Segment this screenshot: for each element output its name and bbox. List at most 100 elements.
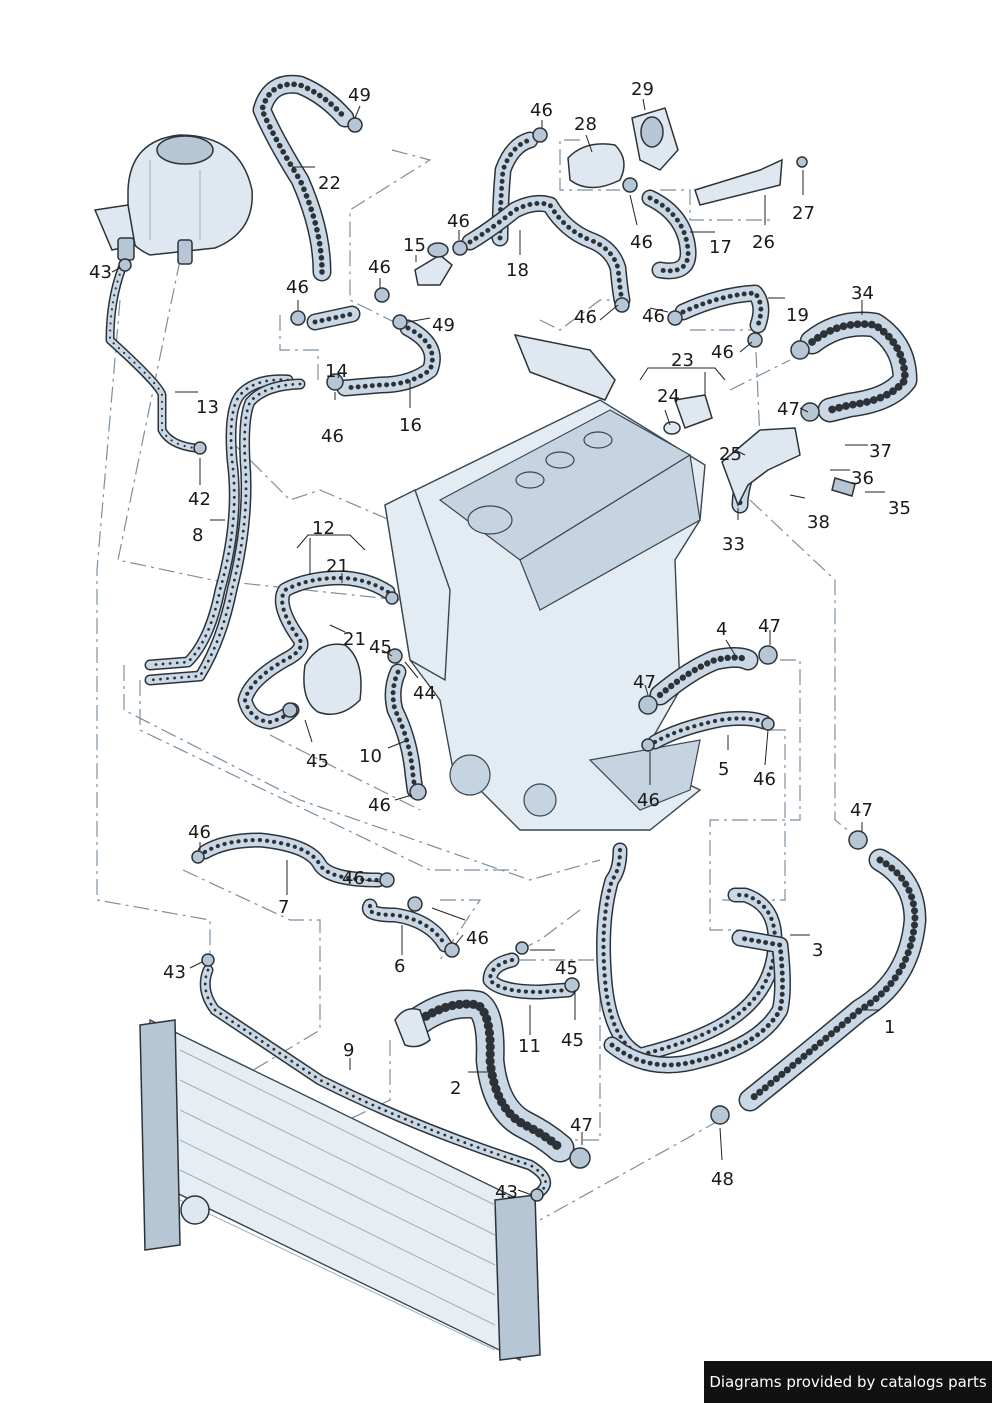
clamps bbox=[118, 117, 868, 1202]
expansion-tank bbox=[93, 134, 253, 265]
callout-label: 46 bbox=[286, 277, 309, 298]
callout-label: 4 bbox=[716, 619, 727, 640]
coolant-hose bbox=[148, 382, 302, 682]
connector-33 bbox=[721, 427, 801, 507]
callout-label: 12 bbox=[312, 518, 335, 539]
callout-label: 45 bbox=[561, 1030, 584, 1051]
coolant-hose bbox=[108, 266, 197, 450]
callout-label: 21 bbox=[343, 629, 366, 650]
callout-label: 45 bbox=[555, 958, 578, 979]
callout-label: 46 bbox=[530, 100, 553, 121]
leader-lines bbox=[111, 98, 885, 1196]
coolant-hose bbox=[597, 844, 781, 1061]
egr-cooler bbox=[513, 333, 616, 401]
callout-label: 28 bbox=[574, 114, 597, 135]
coolant-hose bbox=[680, 290, 764, 328]
coolant-hose bbox=[808, 320, 909, 414]
callout-label: 15 bbox=[403, 235, 426, 256]
nut-27 bbox=[796, 156, 808, 168]
callout-label: 43 bbox=[89, 262, 112, 283]
seal-ring bbox=[663, 421, 681, 435]
callout-label: 17 bbox=[709, 237, 732, 258]
callout-label: 49 bbox=[348, 85, 371, 106]
coolant-hose bbox=[105, 263, 200, 453]
callout-label: 46 bbox=[321, 426, 344, 447]
callout-label: 2 bbox=[450, 1078, 461, 1099]
callout-label: 43 bbox=[163, 962, 186, 983]
callout-label: 42 bbox=[188, 489, 211, 510]
coolant-hose bbox=[144, 378, 306, 686]
coolant-hose bbox=[390, 669, 418, 793]
coolant-hose bbox=[148, 378, 290, 667]
coolant-hose bbox=[107, 265, 198, 451]
callout-label: 46 bbox=[637, 790, 660, 811]
callout-label: 44 bbox=[413, 683, 436, 704]
small-parts bbox=[303, 107, 856, 1048]
coolant-hose bbox=[609, 935, 785, 1068]
coolant-hose bbox=[202, 837, 381, 883]
callout-label: 6 bbox=[394, 956, 405, 977]
coolant-hose bbox=[652, 716, 767, 745]
callout-label: 46 bbox=[447, 211, 470, 232]
callout-label: 25 bbox=[719, 444, 742, 465]
engine-block bbox=[384, 399, 706, 831]
callout-label: 46 bbox=[574, 307, 597, 328]
callout-label: 1 bbox=[884, 1017, 895, 1038]
flange-24 bbox=[673, 394, 713, 429]
callout-label: 8 bbox=[192, 525, 203, 546]
callout-label: 33 bbox=[722, 534, 745, 555]
callout-label: 48 bbox=[711, 1169, 734, 1190]
sensor-35 bbox=[831, 477, 856, 497]
callout-label: 46 bbox=[466, 928, 489, 949]
callout-label: 49 bbox=[432, 315, 455, 336]
callout-label: 10 bbox=[359, 746, 382, 767]
callout-label: 45 bbox=[369, 637, 392, 658]
coolant-hose bbox=[312, 311, 355, 325]
callout-label: 9 bbox=[343, 1040, 354, 1061]
coolant-hose bbox=[467, 200, 625, 303]
callout-label: 37 bbox=[869, 441, 892, 462]
callout-label: 13 bbox=[196, 397, 219, 418]
coolant-hose bbox=[342, 325, 435, 391]
callout-label: 47 bbox=[758, 616, 781, 637]
callout-labels: 49 22 46 28 29 27 26 17 46 18 46 15 46 4… bbox=[89, 79, 911, 1203]
hoses bbox=[105, 74, 927, 1198]
radiator bbox=[139, 1018, 541, 1362]
callout-label: 26 bbox=[752, 232, 775, 253]
callout-label: 27 bbox=[792, 203, 815, 224]
callout-label: 46 bbox=[188, 822, 211, 843]
callout-label: 46 bbox=[642, 306, 665, 327]
callout-label: 47 bbox=[850, 800, 873, 821]
callout-label: 46 bbox=[630, 232, 653, 253]
credit-banner: Diagrams provided by catalogs parts bbox=[704, 1361, 992, 1403]
coolant-hose bbox=[656, 654, 752, 699]
callout-label: 46 bbox=[342, 868, 365, 889]
coolant-hose bbox=[242, 575, 391, 725]
coolant-hose bbox=[363, 900, 451, 951]
callout-label: 45 bbox=[306, 751, 329, 772]
bracket-26 bbox=[694, 158, 783, 206]
callout-label: 16 bbox=[399, 415, 422, 436]
callout-label: 47 bbox=[570, 1115, 593, 1136]
coolant-hose bbox=[497, 137, 533, 241]
coolant-hose bbox=[601, 847, 778, 1058]
callout-label: 47 bbox=[633, 672, 656, 693]
pump-28 bbox=[567, 143, 625, 189]
callout-label: 36 bbox=[851, 468, 874, 489]
reservoir bbox=[303, 643, 362, 715]
callout-label: 18 bbox=[506, 260, 529, 281]
coolant-hose bbox=[746, 856, 919, 1104]
callout-label: 19 bbox=[786, 305, 809, 326]
callout-label: 5 bbox=[718, 759, 729, 780]
callout-label: 46 bbox=[368, 795, 391, 816]
callout-label: 46 bbox=[753, 769, 776, 790]
callout-label: 21 bbox=[326, 556, 349, 577]
coolant-hose bbox=[487, 957, 571, 995]
callout-label: 46 bbox=[711, 342, 734, 363]
coolant-hose bbox=[647, 195, 691, 274]
callout-label: 43 bbox=[495, 1182, 518, 1203]
callout-label: 3 bbox=[812, 940, 823, 961]
callout-label: 23 bbox=[671, 350, 694, 371]
coolant-hose bbox=[259, 81, 348, 275]
